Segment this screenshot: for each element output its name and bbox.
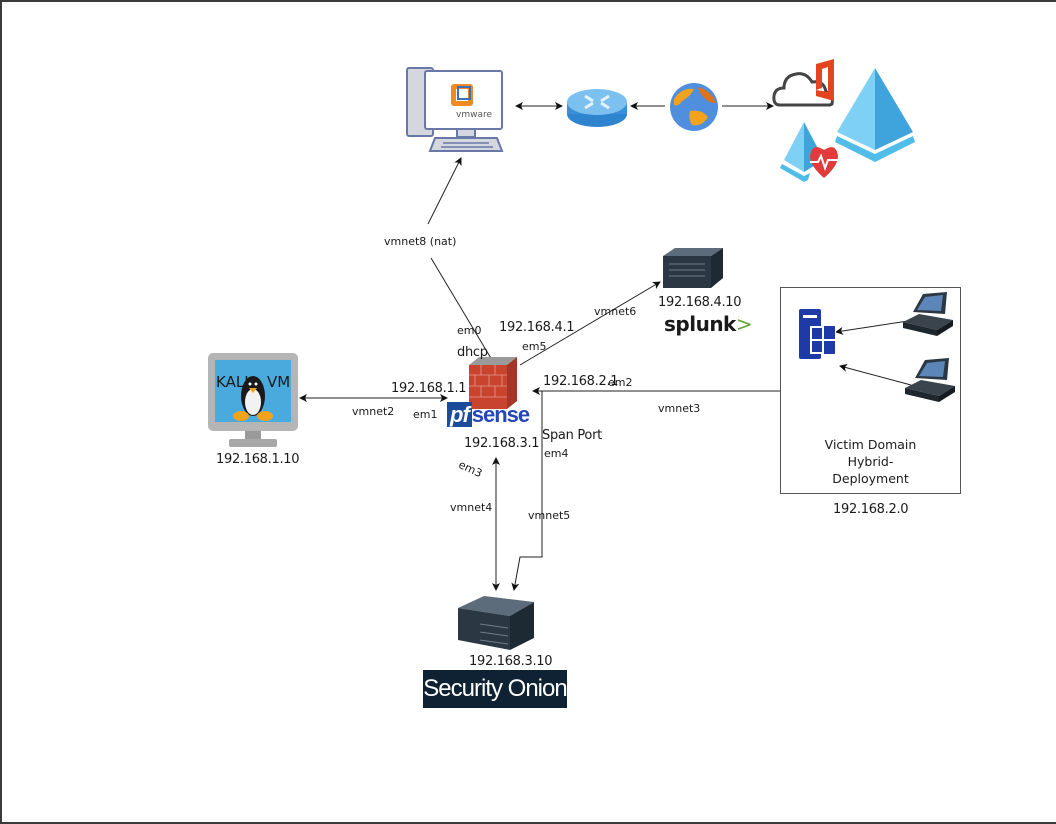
pfsense-firewall bbox=[467, 355, 519, 416]
workstation-icon bbox=[905, 358, 955, 402]
internet-globe bbox=[668, 81, 720, 138]
pfsense-lan-ip: 192.168.3.1 bbox=[464, 436, 540, 451]
kali-monitor-icon bbox=[208, 353, 298, 447]
pfsense-logo-pf: pf bbox=[447, 402, 472, 427]
span-port-label: Span Port bbox=[542, 428, 602, 443]
router bbox=[565, 86, 629, 135]
em1-label: em1 bbox=[413, 408, 438, 421]
vmnet2-label: vmnet2 bbox=[352, 405, 395, 418]
victim-subnet: 192.168.2.0 bbox=[833, 502, 909, 517]
victim-caption-line: Deployment bbox=[832, 471, 909, 486]
em1-ip: 192.168.1.1 bbox=[391, 381, 467, 396]
kali-vm: KALI VM bbox=[207, 352, 299, 453]
kali-ip: 192.168.1.10 bbox=[216, 452, 300, 467]
kali-label: KALI bbox=[216, 373, 249, 391]
vm-label: VM bbox=[267, 373, 291, 391]
link-vmnet5 bbox=[511, 391, 543, 591]
office365-cloud bbox=[772, 58, 844, 115]
vmware-desktop-icon bbox=[406, 67, 504, 152]
splunk-logo-chevron: > bbox=[735, 312, 753, 336]
em4-label: em4 bbox=[544, 447, 569, 460]
victim-caption-line: Hybrid- bbox=[847, 454, 894, 469]
link-vmnet8-upper bbox=[427, 157, 462, 225]
splunk-server bbox=[661, 246, 725, 295]
victim-domain-caption: Victim Domain Hybrid- Deployment bbox=[781, 436, 960, 487]
dhcp-label: dhcp bbox=[457, 345, 488, 360]
em0-label: em0 bbox=[457, 324, 482, 337]
azure-ad-health bbox=[780, 120, 840, 189]
security-onion-server bbox=[456, 594, 536, 657]
firewall-icon bbox=[469, 357, 517, 409]
vmware-host-pc: vmware bbox=[405, 66, 505, 159]
security-onion-ip: 192.168.3.10 bbox=[469, 654, 553, 669]
vmnet8-label: vmnet8 (nat) bbox=[384, 235, 457, 248]
workstation-icon bbox=[903, 292, 953, 336]
link-ws2-dc bbox=[839, 363, 912, 386]
office365-cloud-icon bbox=[772, 59, 834, 107]
azure-ad-health-icon bbox=[780, 122, 838, 182]
link-ws1-dc bbox=[835, 320, 909, 335]
server-icon bbox=[458, 596, 534, 650]
azure-ad-icon bbox=[835, 68, 915, 162]
victim-domain-box: Victim Domain Hybrid- Deployment bbox=[780, 287, 961, 494]
azure-ad bbox=[833, 66, 917, 169]
splunk-ip: 192.168.4.10 bbox=[658, 295, 742, 310]
splunk-logo-text: splunk bbox=[664, 312, 736, 336]
em2-label: em2 bbox=[608, 376, 633, 389]
em2-ip: 192.168.2.1 bbox=[543, 374, 619, 389]
link-vmnet8-lower bbox=[430, 257, 499, 371]
pfsense-logo-sense: sense bbox=[471, 402, 530, 427]
vmnet5-label: vmnet5 bbox=[528, 509, 571, 522]
server-icon bbox=[663, 248, 723, 288]
vmnet4-label: vmnet4 bbox=[450, 501, 493, 514]
vmware-label: vmware bbox=[456, 110, 493, 120]
globe-icon bbox=[670, 83, 718, 131]
windows-server-icon bbox=[799, 309, 836, 359]
router-icon bbox=[567, 89, 627, 127]
vmnet3-label: vmnet3 bbox=[658, 402, 701, 415]
splunk-logo: splunk> bbox=[664, 312, 753, 336]
vmnet6-label: vmnet6 bbox=[594, 305, 637, 318]
em5-ip: 192.168.4.1 bbox=[499, 320, 575, 335]
em5-label: em5 bbox=[522, 340, 547, 353]
link-vmnet6 bbox=[519, 281, 661, 366]
victim-caption-line: Victim Domain bbox=[824, 437, 917, 452]
security-onion-logo: Security Onion bbox=[423, 670, 568, 708]
